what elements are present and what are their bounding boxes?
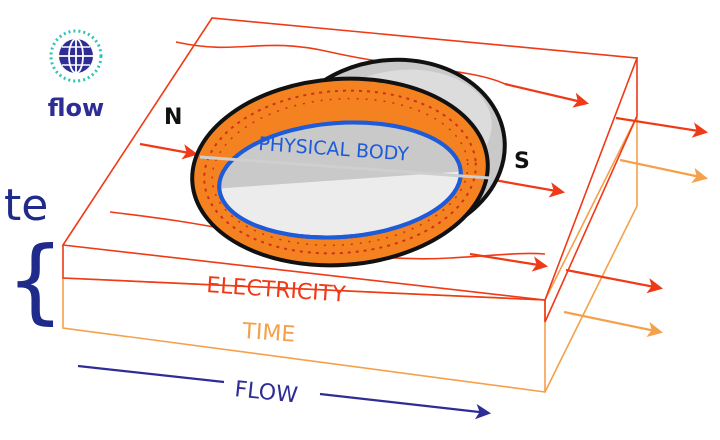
electricity-arrows: [139, 82, 709, 294]
brace-symbol: {: [6, 227, 65, 334]
north-label: N: [164, 105, 182, 130]
globe-icon: [59, 38, 93, 74]
time-arrow-top: [619, 158, 709, 183]
arrow-right-lower: [469, 252, 549, 272]
field-line-top: [175, 41, 506, 85]
arrow-out-south: [493, 178, 566, 198]
time-arrows: [563, 158, 709, 338]
arrow-right-top: [504, 82, 589, 108]
te-text: te: [4, 180, 48, 231]
time-arrow-bottom: [563, 310, 664, 338]
arrow-exit-bottom: [565, 268, 664, 294]
side-symbol: te {: [4, 180, 65, 334]
logo-text: flow: [48, 94, 104, 122]
flow-arrow: FLOW: [77, 364, 492, 420]
time-label: TIME: [241, 319, 296, 348]
flow-label: FLOW: [233, 377, 299, 408]
south-label: S: [514, 149, 530, 174]
flow-logo: flow: [48, 29, 104, 122]
arrow-exit-top: [615, 116, 709, 138]
arrow-in-north: [139, 142, 199, 160]
logo-ring: [49, 29, 103, 83]
electricity-label: ELECTRICITY: [206, 273, 347, 308]
